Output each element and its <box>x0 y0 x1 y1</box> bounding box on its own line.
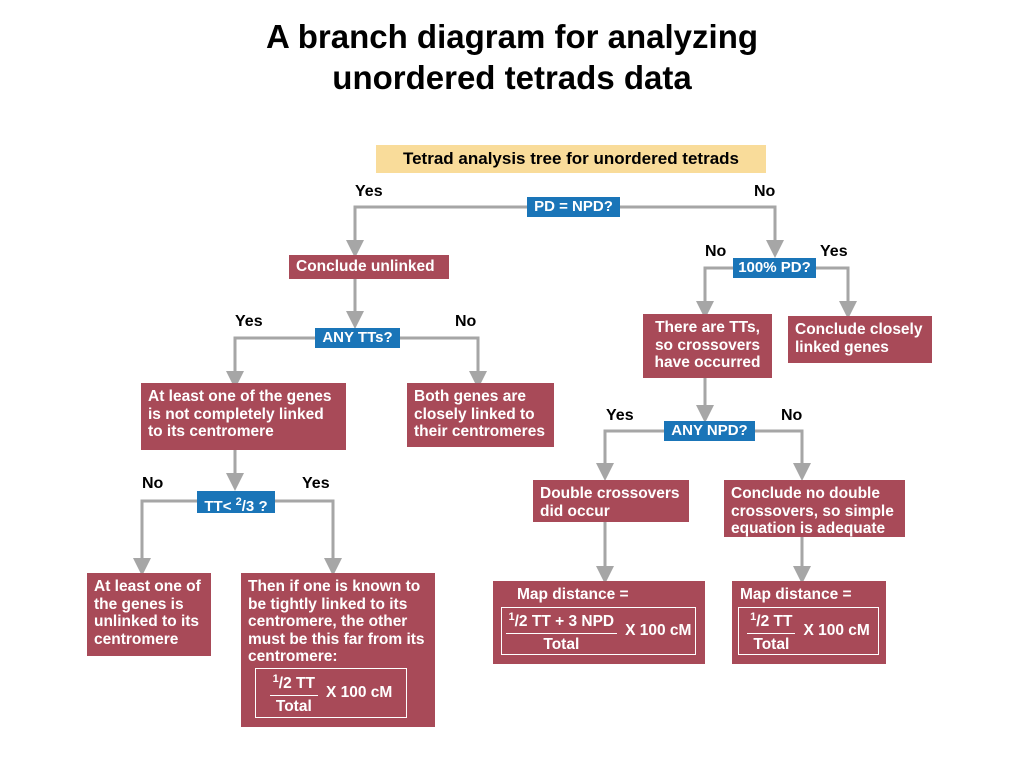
no-double-line-1: Conclude no double <box>731 485 880 502</box>
both-linked-line-2: closely linked to <box>414 405 535 423</box>
double-line-2: did occur <box>540 502 610 520</box>
no-double-line-3: equation is adequate <box>731 520 886 537</box>
fraction-numerator: 1/2 TT + 3 NPD <box>505 609 618 634</box>
tightly-line-4: must be this far from its <box>248 630 425 648</box>
map-distance-npd-box: Map distance = 1/2 TT + 3 NPD Total X 10… <box>493 581 705 664</box>
double-crossovers-box: Double crossovers did occur <box>533 480 689 522</box>
label-pdnpd-yes: Yes <box>355 183 383 200</box>
arrow-pd100-yes <box>816 266 857 319</box>
fraction: 1/2 TT Total <box>747 609 796 653</box>
fraction-numerator: 1/2 TT <box>747 609 796 634</box>
formula-multiplier: X 100 cM <box>625 622 692 640</box>
formula-multiplier: X 100 cM <box>325 684 393 702</box>
formula-npd: 1/2 TT + 3 NPD Total X 100 cM <box>501 607 696 655</box>
tree-header: Tetrad analysis tree for unordered tetra… <box>376 145 766 173</box>
conclude-closely-linked-box: Conclude closely linked genes <box>788 316 932 363</box>
closely-linked-line-2: linked genes <box>795 338 889 356</box>
arrow-pdnpd-no <box>620 205 784 258</box>
no-double-crossovers-box: Conclude no double crossovers, so simple… <box>724 480 905 537</box>
both-linked-line-1: Both genes are <box>414 388 526 405</box>
fraction-denominator: Total <box>753 635 790 653</box>
label-pd100-yes: Yes <box>820 243 848 260</box>
arrow-anytt-yes <box>226 336 315 389</box>
tt-num: 2 <box>235 496 242 508</box>
tightly-line-3: centromere, the other <box>248 613 408 630</box>
formula-multiplier: X 100 cM <box>803 622 870 640</box>
slide-title: A branch diagram for analyzing unordered… <box>0 16 1024 98</box>
unlinked-line-4: centromere <box>94 630 179 648</box>
label-anytt-no: No <box>455 313 477 330</box>
not-linked-line-1: At least one of the genes <box>148 388 332 405</box>
not-completely-linked-box: At least one of the genes is not complet… <box>141 383 346 450</box>
map-distance-simple-box: Map distance = 1/2 TT Total X 100 cM <box>732 581 886 664</box>
tightly-line-5: centromere: <box>248 648 338 665</box>
tt-suffix: ? <box>254 498 268 515</box>
title-line-2: unordered tetrads data <box>332 59 692 96</box>
arrow-pdnpd-yes <box>346 205 527 258</box>
label-anytt-yes: Yes <box>235 313 263 330</box>
formula-simple-left: 1/2 TT Total X 100 cM <box>255 668 407 718</box>
no-double-line-2: crossovers, so simple <box>731 502 894 520</box>
conclude-unlinked-box: Conclude unlinked <box>289 255 449 279</box>
tt-prefix: TT< <box>204 498 236 515</box>
label-pd100-no: No <box>705 243 727 260</box>
label-pdnpd-no: No <box>754 183 776 200</box>
both-linked-box: Both genes are closely linked to their c… <box>407 383 554 447</box>
question-tt-two-thirds: TT< 2/3 ? <box>197 491 275 515</box>
unlinked-line-2: the genes is <box>94 595 184 613</box>
not-linked-line-3: to its centromere <box>148 423 274 440</box>
both-linked-line-3: their centromeres <box>414 423 545 440</box>
tightly-line-1: Then if one is known to <box>248 578 421 595</box>
arrow-tt-no <box>133 499 197 576</box>
fraction-numerator: 1/2 TT <box>269 671 318 696</box>
fraction-denominator: Total <box>543 635 580 653</box>
label-tt-no: No <box>142 475 164 492</box>
tt-den: /3 <box>241 498 255 515</box>
double-line-1: Double crossovers <box>540 485 680 502</box>
question-100-pd: 100% PD? <box>733 258 816 278</box>
crossovers-occurred-box: There are TTs, so crossovers have occurr… <box>643 314 772 378</box>
fraction-denominator: Total <box>275 697 312 715</box>
crossovers-line-1: There are TTs, <box>655 319 760 336</box>
arrow-tt-yes <box>275 499 342 576</box>
crossovers-line-2: so crossovers <box>654 336 761 354</box>
map-distance-label: Map distance = <box>517 586 629 603</box>
not-linked-line-2: is not completely linked <box>148 405 324 423</box>
arrow-anynpd-no <box>755 429 811 481</box>
question-pd-npd: PD = NPD? <box>527 197 620 217</box>
unlinked-centromere-box: At least one of the genes is unlinked to… <box>87 573 211 656</box>
arrow-anytt-no <box>400 336 487 389</box>
tightly-line-2: be tightly linked to its <box>248 595 408 613</box>
label-tt-yes: Yes <box>302 475 330 492</box>
map-distance-label: Map distance = <box>740 586 852 603</box>
arrow-anynpd-yes <box>596 429 664 481</box>
crossovers-line-3: have occurred <box>654 354 761 371</box>
label-anynpd-yes: Yes <box>606 407 634 424</box>
title-line-1: A branch diagram for analyzing <box>265 18 759 55</box>
unlinked-line-1: At least one of <box>94 578 201 595</box>
question-any-tts: ANY TTs? <box>315 328 400 348</box>
formula-simple-right: 1/2 TT Total X 100 cM <box>738 607 879 655</box>
label-anynpd-no: No <box>781 407 803 424</box>
tightly-linked-box: Then if one is known to be tightly linke… <box>241 573 435 727</box>
fraction: 1/2 TT + 3 NPD Total <box>505 609 618 653</box>
unlinked-line-3: unlinked to its <box>94 613 200 630</box>
question-any-npd: ANY NPD? <box>664 421 755 441</box>
closely-linked-line-1: Conclude closely <box>795 321 923 338</box>
fraction: 1/2 TT Total <box>269 671 318 715</box>
arrow-pd100-no <box>696 266 733 319</box>
